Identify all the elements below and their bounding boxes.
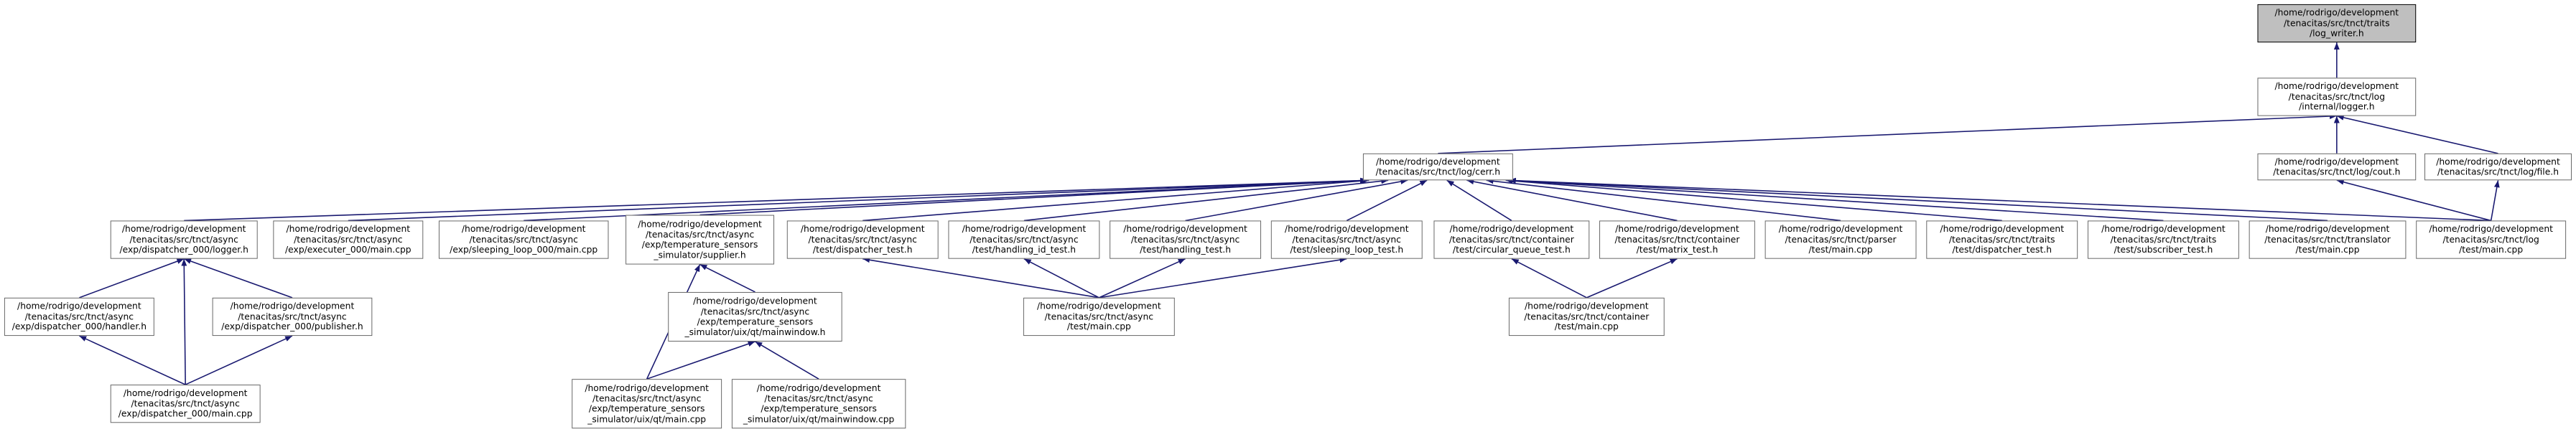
edge-sleeping_test-to-cerr (1346, 179, 1428, 222)
node-dispatcher-000-logger-h[interactable]: /home/rodrigo/development/tenacitas/src/… (110, 220, 258, 259)
edge-parser-to-cerr (1486, 178, 1841, 222)
edge-matrix-to-cerr (1466, 179, 1678, 222)
edge-d000_main-to-handler (79, 335, 186, 385)
edge-d000_main-to-d000_logger (181, 258, 187, 385)
node-parser-test-main-cpp[interactable]: /home/rodrigo/development/tenacitas/src/… (1764, 220, 1917, 259)
node-sleeping-loop-000-main-cpp[interactable]: /home/rodrigo/development/tenacitas/src/… (438, 220, 609, 259)
edge-dispatcher_test-to-cerr (862, 178, 1370, 222)
edge-sleeping_exp-to-cerr (524, 177, 1367, 222)
edge-subscriber-to-cerr (1508, 177, 2164, 222)
edge-async_main-to-dispatcher_test (862, 257, 1099, 298)
edge-translator-to-cerr (1508, 177, 2328, 222)
edge-log_main-to-file (2490, 180, 2500, 221)
edge-executer-to-cerr (348, 177, 1367, 222)
node-container-test-main-cpp[interactable]: /home/rodrigo/development/tenacitas/src/… (1508, 297, 1665, 337)
node-async-dispatcher-test-h[interactable]: /home/rodrigo/development/tenacitas/src/… (786, 220, 939, 259)
edge-container_main-to-matrix (1586, 258, 1678, 298)
node-circular-queue-test-h[interactable]: /home/rodrigo/development/tenacitas/src/… (1433, 220, 1590, 259)
node-qt-main-cpp[interactable]: /home/rodrigo/development/tenacitas/src/… (572, 379, 722, 429)
edge-async_main-to-handling_test (1099, 258, 1186, 298)
node-traits-dispatcher-test-h[interactable]: /home/rodrigo/development/tenacitas/src/… (1926, 220, 2078, 259)
node-qt-mainwindow-cpp[interactable]: /home/rodrigo/development/tenacitas/src/… (731, 379, 906, 429)
node-mainwindow-h[interactable]: /home/rodrigo/development/tenacitas/src/… (668, 291, 842, 342)
node-matrix-test-h[interactable]: /home/rodrigo/development/tenacitas/src/… (1599, 220, 1755, 259)
node-subscriber-test-h[interactable]: /home/rodrigo/development/tenacitas/src/… (2087, 220, 2239, 259)
edge-handling_id_test-to-cerr (1023, 178, 1389, 222)
node-sleeping-loop-test-h[interactable]: /home/rodrigo/development/tenacitas/src/… (1270, 220, 1423, 259)
node-log-cerr-h[interactable]: /home/rodrigo/development/tenacitas/src/… (1362, 153, 1513, 181)
node-async-test-main-cpp[interactable]: /home/rodrigo/development/tenacitas/src/… (1023, 297, 1175, 337)
node-handler-h[interactable]: /home/rodrigo/development/tenacitas/src/… (4, 297, 154, 337)
edge-traits_dispatcher-to-cerr (1505, 178, 2002, 222)
edge-cerr-to-logger (1438, 113, 2337, 154)
edge-file-to-logger (2336, 115, 2498, 154)
node-dispatcher-000-main-cpp[interactable]: /home/rodrigo/development/tenacitas/src/… (110, 385, 261, 423)
node-log-file-h[interactable]: /home/rodrigo/development/tenacitas/src/… (2424, 153, 2572, 181)
edge-async_main-to-handling_id_test (1023, 258, 1099, 298)
edge-handler-to-d000_logger (79, 258, 185, 298)
node-log-cout-h[interactable]: /home/rodrigo/development/tenacitas/src/… (2257, 153, 2417, 181)
edge-qt_main-to-mainwindow_h (646, 341, 755, 380)
edge-log_main-to-cout (2336, 179, 2491, 222)
edge-container_main-to-circular (1511, 258, 1587, 298)
edge-log_main-to-cerr (1508, 177, 2491, 222)
edge-async_main-to-sleeping_test (1099, 257, 1347, 298)
node-supplier-h[interactable]: /home/rodrigo/development/tenacitas/src/… (626, 215, 775, 265)
edge-handling_test-to-cerr (1185, 179, 1408, 222)
include-dependency-graph: /home/rodrigo/development/tenacitas/src/… (4, 4, 2572, 429)
edge-circular-to-cerr (1446, 179, 1512, 222)
node-internal-logger-h[interactable]: /home/rodrigo/development/tenacitas/src/… (2257, 77, 2417, 116)
edge-layer (79, 42, 2500, 385)
node-log-test-main-cpp[interactable]: /home/rodrigo/development/tenacitas/src/… (2416, 220, 2567, 259)
edge-supplier-to-cerr (699, 177, 1367, 216)
node-executer-000-main-cpp[interactable]: /home/rodrigo/development/tenacitas/src/… (273, 220, 424, 259)
edge-publisher-to-d000_logger (183, 258, 293, 298)
node-publisher-h[interactable]: /home/rodrigo/development/tenacitas/src/… (212, 297, 373, 337)
node-handling-id-test-h[interactable]: /home/rodrigo/development/tenacitas/src/… (948, 220, 1100, 259)
node-handling-test-h[interactable]: /home/rodrigo/development/tenacitas/src/… (1110, 220, 1262, 259)
edge-d000_logger-to-cerr (184, 177, 1367, 222)
node-translator-test-main-cpp[interactable]: /home/rodrigo/development/tenacitas/src/… (2249, 220, 2407, 259)
edge-mainwindow_cpp-to-mainwindow_h (755, 341, 819, 380)
node-log-writer-h[interactable]: /home/rodrigo/development/tenacitas/src/… (2257, 4, 2417, 43)
edge-mainwindow_h-to-supplier (699, 263, 755, 293)
edge-d000_main-to-publisher (185, 335, 293, 385)
